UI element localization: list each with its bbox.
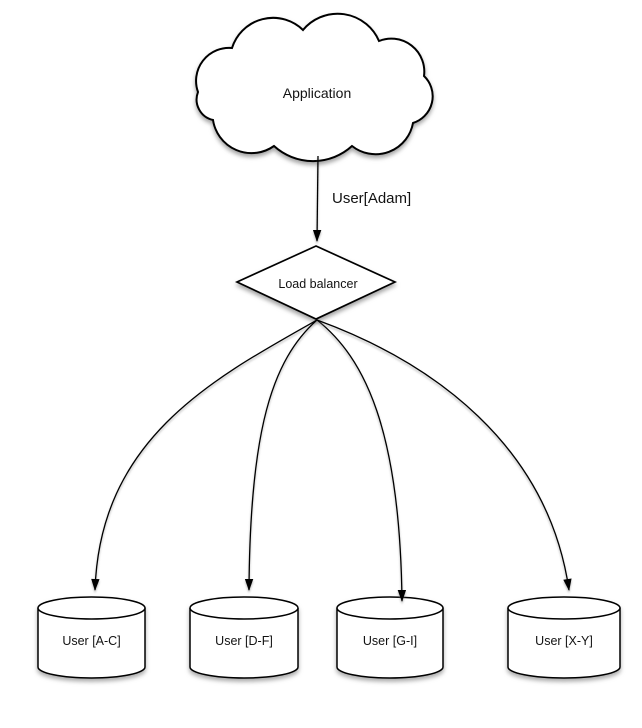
db-label-user-a-c: User [A-C] [62, 634, 120, 648]
db-cylinder-user-x-y [507, 596, 621, 679]
db-cylinder-user-g-i [336, 596, 444, 679]
application-label: Application [283, 85, 352, 101]
db-label-user-g-i: User [G-I] [363, 634, 417, 648]
db-label-user-d-f: User [D-F] [215, 634, 273, 648]
loadbalancer-to-user-g-i-arrow [316, 319, 407, 602]
loadbalancer-to-user-d-f-arrow [244, 319, 318, 591]
load-balancer-diamond-shape [234, 245, 398, 320]
db-cylinder-user-d-f [189, 596, 299, 679]
app-to-loadbalancer-edge-label: User[Adam] [332, 190, 411, 207]
loadbalancer-to-user-x-y-arrow [316, 319, 572, 591]
load-balancer-label: Load balancer [278, 277, 357, 291]
db-label-user-x-y: User [X-Y] [535, 634, 593, 648]
app-to-loadbalancer-arrow [312, 155, 322, 242]
application-cloud-shape [195, 12, 434, 163]
loadbalancer-to-user-a-c-arrow [91, 319, 318, 591]
db-cylinder-user-a-c [37, 596, 146, 679]
